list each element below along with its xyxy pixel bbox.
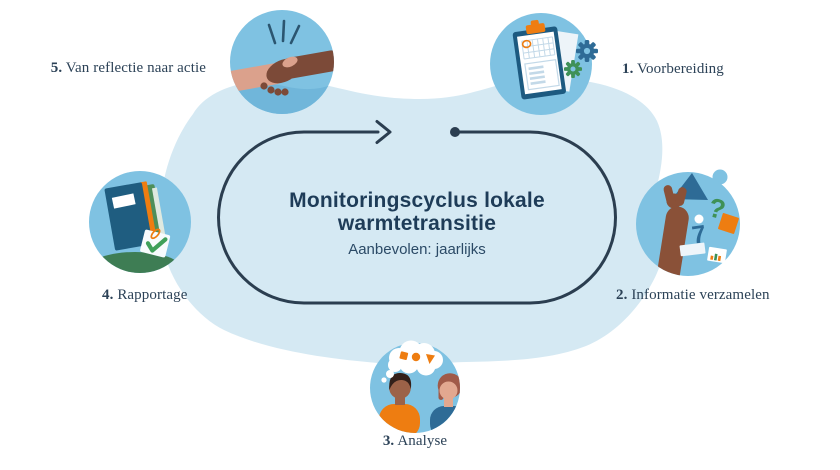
handshake-icon	[230, 10, 334, 114]
cycle-loop-line	[217, 130, 617, 305]
cycle-center-text: Monitoringscyclus lokale warmtetransitie…	[219, 189, 615, 258]
report-folder-icon	[89, 171, 191, 273]
gear-icon	[576, 40, 598, 62]
gear-icon	[563, 59, 583, 79]
paper-shape	[679, 242, 706, 257]
step-label-informatie-verzamelen: 2. Informatie verzamelen	[616, 287, 770, 303]
cycle-start-dot	[450, 127, 460, 137]
cycle-title: Monitoringscyclus lokale warmtetransitie	[289, 189, 545, 235]
background-blob	[159, 78, 667, 365]
reaching-hand	[656, 185, 689, 276]
step-label-voorbereiding: 1. Voorbereiding	[622, 61, 724, 77]
handshake-illustration	[230, 19, 334, 114]
calendar-grid	[521, 36, 556, 60]
thought-bubble	[381, 340, 443, 383]
clipboard	[512, 19, 566, 100]
calendar-date-circle	[521, 39, 532, 49]
step-label-van-reflectie-naar-actie: 5. Van reflectie naar actie	[50, 60, 206, 76]
step-label-rapportage: 4. Rapportage	[102, 287, 188, 303]
dot-shape	[694, 214, 704, 224]
hand-collecting-shapes-icon: ? 7	[636, 169, 740, 276]
checked-note	[140, 228, 171, 258]
folder-illustration	[89, 181, 181, 273]
diamond-shape	[718, 213, 739, 234]
emphasis-lines	[267, 19, 301, 45]
cycle-subtitle: Aanbevolen: jaarlijks	[348, 241, 486, 258]
seven-glyph: 7	[690, 220, 708, 250]
step-label-analyse: 3. Analyse	[382, 433, 448, 449]
people-discussion-icon	[370, 340, 460, 433]
mini-chart	[707, 246, 727, 264]
clipboard-calendar-gears-icon	[490, 13, 598, 115]
cycle-arrowhead-icon	[375, 120, 392, 144]
